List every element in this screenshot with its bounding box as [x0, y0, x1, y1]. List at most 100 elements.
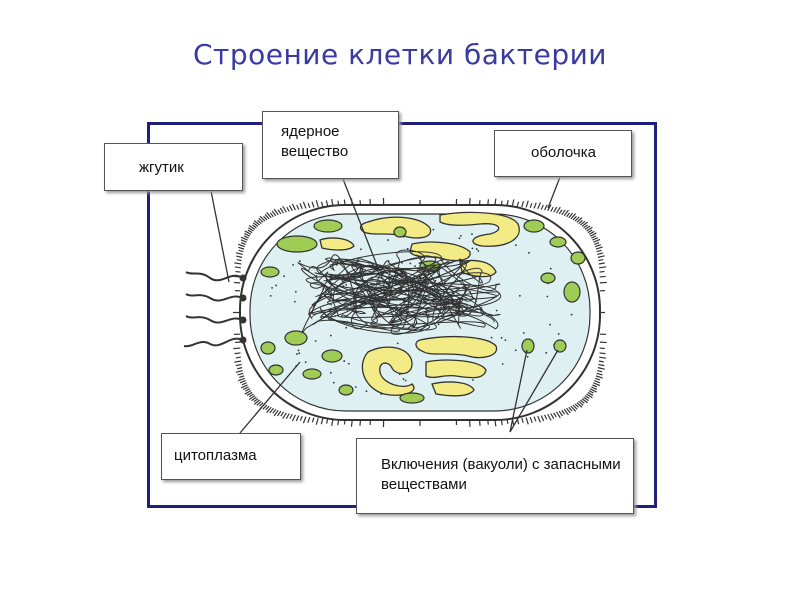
fringe-hair	[588, 390, 594, 394]
fringe-hair	[251, 396, 257, 402]
granule-dot	[414, 265, 416, 268]
fringe-hair	[570, 405, 577, 412]
granule-dot	[475, 248, 478, 250]
fringe-hair	[529, 202, 533, 209]
fringe-hair	[251, 224, 257, 229]
fringe-hair	[533, 416, 537, 422]
fringe-hair	[591, 386, 598, 391]
fringe-hair	[586, 226, 593, 232]
fringe-hair	[240, 239, 247, 243]
granule-dot	[298, 352, 301, 355]
label-inclusions-text: Включения (вакуоли) с запасными вещества…	[381, 456, 621, 493]
granule-dot	[345, 326, 348, 329]
granule-dot	[365, 390, 368, 393]
fringe-hair	[578, 219, 583, 225]
fringe-hair	[253, 220, 260, 226]
granule-dot	[343, 360, 346, 362]
granule-dot	[437, 323, 440, 326]
fringe-hair	[291, 203, 296, 211]
fringe-hair	[307, 416, 311, 423]
granule-dot	[434, 279, 437, 282]
granule-dot	[402, 378, 405, 380]
fringe-hair	[553, 412, 557, 418]
fringe-hair	[597, 252, 604, 256]
granule-dot	[546, 295, 549, 298]
fringe-hair	[302, 416, 307, 424]
fringe-hair	[235, 270, 241, 273]
fringe-hair	[591, 235, 597, 239]
fringe-hair	[242, 386, 249, 391]
fringe-hair	[525, 417, 529, 425]
fringe-hair	[587, 391, 594, 396]
granule-dot	[320, 316, 322, 318]
granule-dot	[495, 309, 498, 312]
fringe-hair	[599, 352, 606, 355]
fringe-hair	[581, 398, 588, 404]
fringe-hair	[259, 215, 266, 222]
fringe-hair	[555, 206, 561, 214]
fringe-hair	[238, 246, 245, 250]
fringe-hair	[241, 382, 247, 386]
fringe-hair	[547, 413, 552, 421]
granule-dot	[453, 293, 455, 295]
fringe-hair	[307, 202, 311, 209]
granule-dot	[404, 379, 407, 382]
fringe-hair	[234, 266, 241, 269]
flagella-basal-bodies	[239, 274, 247, 344]
fringe-hair	[511, 199, 515, 207]
fringe-hair	[252, 222, 259, 227]
fringe-hair	[286, 206, 290, 212]
fringe-hair	[291, 414, 296, 422]
green-inclusions	[260, 219, 586, 404]
fringe-hair	[597, 369, 603, 373]
fringe-hair	[594, 242, 600, 245]
fringe-hair	[248, 227, 254, 232]
fringe-hair	[586, 393, 593, 399]
fringe-hair	[540, 204, 544, 210]
fringe-hair	[580, 399, 585, 404]
granule-dot	[314, 340, 317, 342]
fringe-hair	[253, 398, 259, 403]
granule-dot	[329, 371, 332, 374]
fringe-hair	[302, 201, 307, 209]
fringe-hair	[266, 212, 272, 219]
fringe-hair	[325, 200, 329, 207]
nuclear-substance-tangle	[297, 249, 502, 335]
fringe-hair	[262, 404, 268, 410]
diagram-title: Строение клетки бактерии	[192, 38, 608, 71]
yellow-inclusions	[319, 211, 520, 397]
granule-dot	[406, 247, 409, 250]
fringe-hair	[599, 266, 607, 269]
fringe-hair	[572, 404, 578, 410]
fringe-hair	[237, 372, 244, 376]
fringe-hair	[558, 209, 563, 215]
fringe-hair	[282, 205, 287, 213]
fringe-hair	[266, 406, 272, 413]
granule-dot	[354, 386, 357, 388]
fringe-hair	[576, 402, 583, 408]
fringe-hair	[236, 258, 242, 262]
fringe-hair	[595, 377, 601, 381]
fringe-hair	[248, 224, 256, 230]
fringe-hair	[289, 413, 293, 419]
fringe-hair	[521, 417, 524, 423]
granule-dot	[472, 379, 474, 381]
fringe-hair	[269, 212, 274, 218]
granule-dot	[460, 234, 462, 237]
fringe-hair	[240, 236, 248, 241]
fringe-hair	[576, 217, 583, 223]
fringe-hair	[599, 270, 605, 273]
fringe-hair	[599, 356, 607, 359]
fringe-hair	[315, 200, 319, 208]
fringe-hair	[555, 411, 561, 419]
fringe-hair	[235, 356, 241, 359]
granule-dot	[294, 290, 297, 293]
fringe-hair	[239, 375, 245, 378]
granule-dot	[500, 336, 503, 339]
label-flagellum: жгутик	[104, 143, 243, 191]
fringe-hair	[593, 238, 601, 243]
fringe-hair	[315, 417, 319, 425]
fringe-hair	[239, 380, 246, 384]
granule-dot	[549, 323, 551, 326]
dna-strand	[311, 256, 500, 332]
